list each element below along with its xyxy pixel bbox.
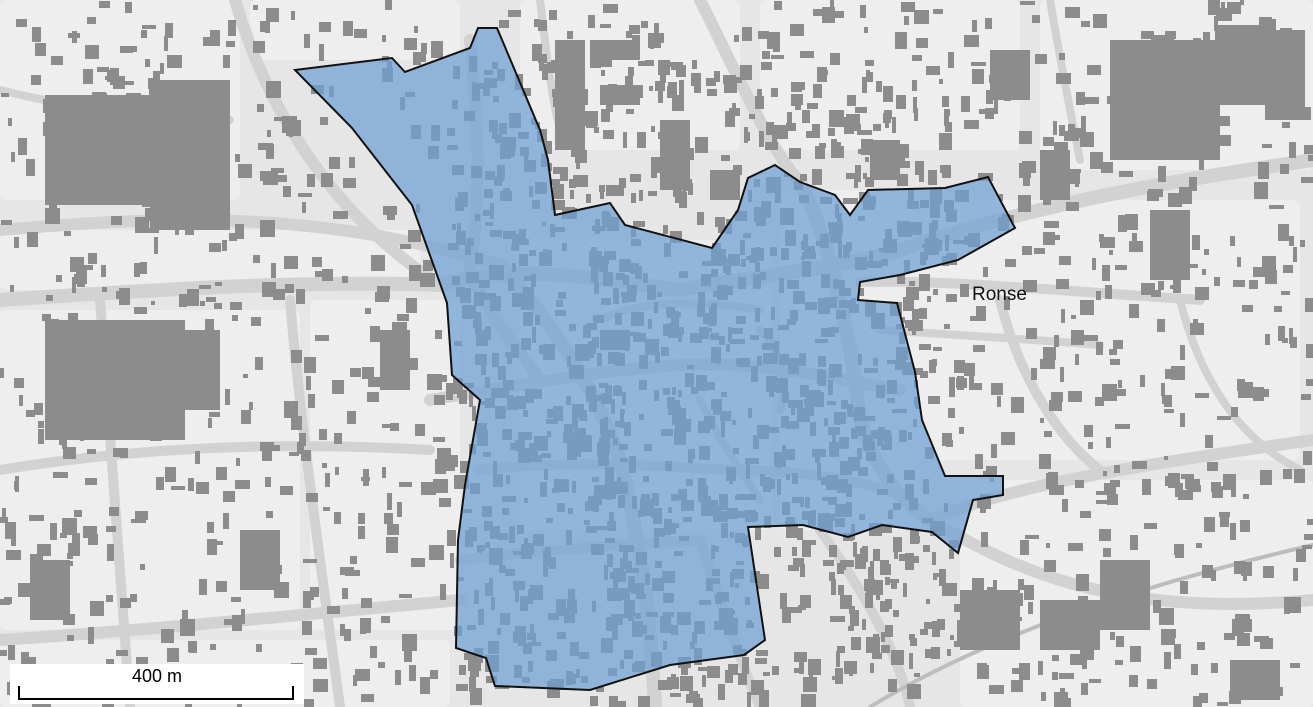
highlighted-district-area[interactable]	[292, 27, 1017, 692]
scale-bar-label: 400 m	[131, 666, 183, 686]
place-label-ronse: Ronse	[972, 284, 1027, 305]
scale-bar-ruler	[18, 686, 294, 700]
scale-bar: 400 m	[10, 664, 304, 704]
